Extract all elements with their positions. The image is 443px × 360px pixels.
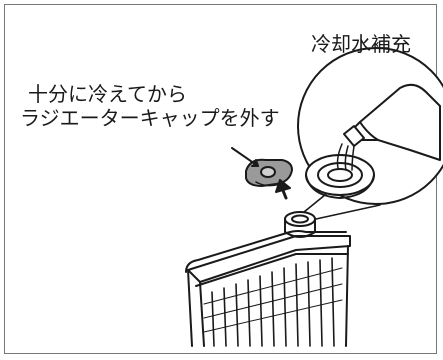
- radiator-fins: [203, 257, 343, 347]
- coolant-refill-detail: [305, 83, 441, 199]
- pointer-arrow: [231, 147, 259, 167]
- filler-neck: [284, 211, 316, 238]
- refill-coolant-label: 冷却水補充: [311, 32, 411, 56]
- removal-up-arrow: [275, 179, 291, 200]
- instruction-line-2: ラジエーターキャップを外す: [20, 106, 280, 130]
- instruction-line-1: 十分に冷えてから: [28, 82, 187, 106]
